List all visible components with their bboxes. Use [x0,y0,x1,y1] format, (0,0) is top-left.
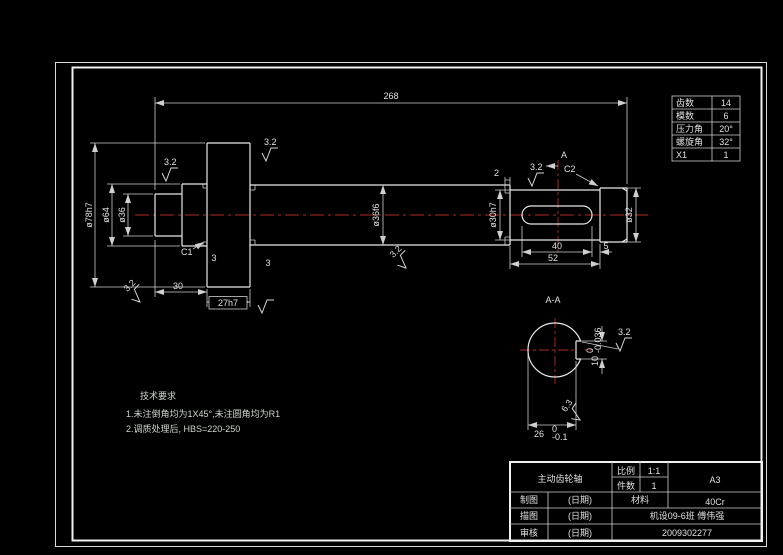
drafter-date: (日期) [568,495,592,505]
dim-left-length: 30 [173,281,183,291]
class-and-author: 机设09-6班 傅伟强 [650,510,725,521]
dim-key-depth-group: 26 0 -0.1 [534,424,568,442]
dim-left-end-dia: ø36 [117,207,127,223]
scale-value: 1:1 [648,466,661,476]
roughness-value: 6.3 [559,398,574,414]
gear-row-label: X1 [676,150,687,160]
roughness-value: 3.2 [164,157,177,167]
tracer-date: (日期) [568,511,592,521]
drafter-label: 制图 [520,494,538,505]
dim-step-dia: ø64 [101,207,111,223]
dim-key-width-tol-upper: 0 [585,348,595,353]
title-block: 主动齿轮轴 比例 1:1 件数 1 A3 材料 40Cr 制图 (日期) 描图 … [509,461,763,542]
checker-label: 审核 [520,527,538,538]
roughness-value: 3.2 [530,162,543,172]
dim-key-depth: 26 [534,429,544,439]
chamfer-label-c2: C2 [564,164,576,174]
dim-flange-width: 27h7 [218,298,238,308]
boxed-dimension-frame [208,296,248,310]
gear-row-value: 20° [719,124,733,134]
dim-groove-b: 3 [265,258,270,268]
student-id: 2009302277 [662,528,712,538]
tech-req-line1: 1.未注倒角均为1X45°,未注圆角均为R1 [126,408,280,419]
dim-key-width-group: 10 0 -0.036 [585,327,603,366]
section-title: A-A [545,295,560,305]
dimension-texts: 268 ø78h7 ø64 ø36 ø36f6 ø30h7 ø32 30 27h… [84,91,634,442]
sheet-border [55,62,767,547]
tech-req-title: 技术要求 [140,390,176,401]
dim-end-gap: 5 [603,241,608,251]
scale-label: 比例 [617,465,635,476]
qty-value: 1 [651,481,656,491]
dim-keyway-length: 40 [552,241,562,251]
section-keyway-notch [575,340,581,360]
roughness-icon [527,172,545,187]
dim-keyseat-dia: ø30h7 [488,202,498,228]
keyway-slot [521,205,593,225]
tracer-label: 描图 [520,510,538,521]
dimension-lines [90,97,641,307]
dim-keyseat-length: 52 [548,253,558,263]
dim-overall-length: 268 [383,91,398,101]
technical-requirements: 技术要求 1.未注倒角均为1X45°,未注圆角均为R1 2.调质处理后, HBS… [126,390,280,434]
gear-row-value: 14 [721,98,731,108]
cut-plane-label: A [561,150,567,160]
gear-row-value: 6 [723,111,728,121]
section-view-a-a [527,322,619,430]
roughness-icon [257,299,275,314]
shaft-front-view [154,142,628,288]
part-name: 主动齿轮轴 [537,473,582,484]
dim-relief-groove: 2 [494,168,499,178]
dim-key-depth-tol-lower: -0.1 [552,432,568,442]
roughness-icon [615,337,633,352]
qty-label: 件数 [617,480,635,491]
gear-row-value: 1 [723,150,728,160]
roughness-value: 3.2 [264,137,277,147]
material-label: 材料 [631,494,649,505]
dim-end-dia: ø32 [624,207,634,223]
dim-shaft-dia: ø36f6 [371,203,381,226]
roughness-value: 3.2 [618,327,631,337]
gear-row-label: 齿数 [676,97,694,108]
material-value: 40Cr [705,497,725,507]
centerlines [135,160,648,384]
checker-date: (日期) [568,528,592,538]
dim-groove-a: 3 [211,253,216,263]
gear-row-label: 压力角 [676,123,703,134]
roughness-icon [261,147,279,162]
dim-key-depth-tol-upper: 0 [552,424,557,434]
gear-parameter-table: 齿数 14 模数 6 压力角 20° 螺旋角 32° X1 1 [671,95,741,162]
gear-row-label: 模数 [676,110,694,121]
chamfer-label-c1: C1 [181,247,193,257]
tech-req-line2: 2.调质处理后, HBS=220-250 [126,423,240,434]
dim-key-width-tol-lower: -0.036 [593,327,603,353]
dim-flange-dia: ø78h7 [84,202,94,228]
sheet-size: A3 [709,475,720,485]
gear-row-label: 螺旋角 [676,136,703,147]
dim-key-width: 10 [590,356,600,366]
gear-row-value: 32° [719,137,733,147]
roughness-icon [161,167,179,182]
